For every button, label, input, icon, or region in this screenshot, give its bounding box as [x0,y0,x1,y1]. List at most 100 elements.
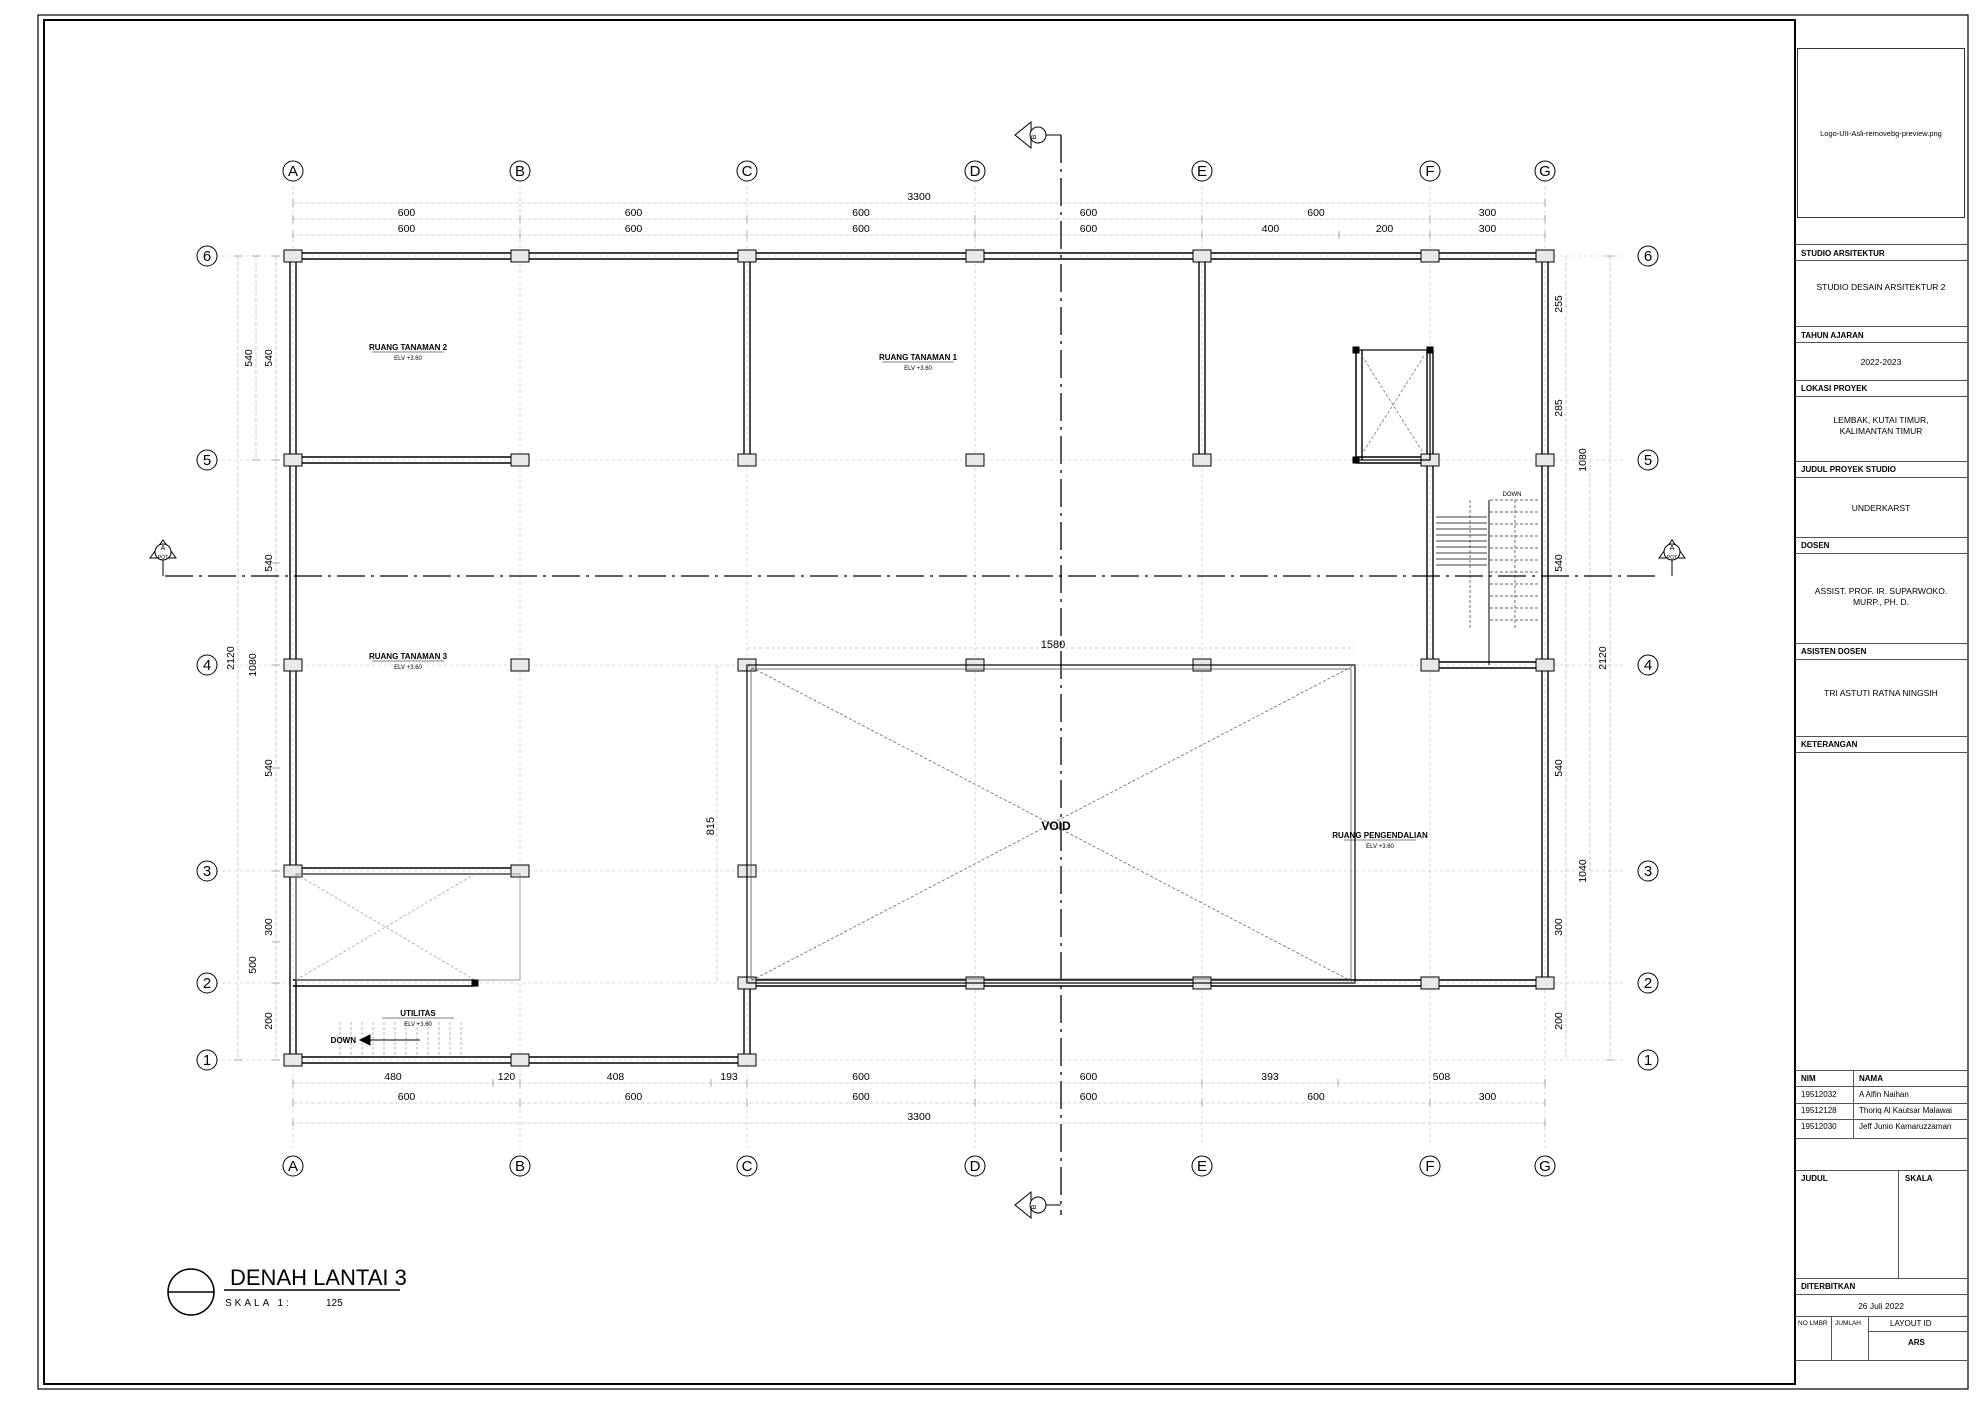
grid-bubble-D [964,160,986,182]
dim-left-inner-text: 1080 [247,653,259,677]
shaft-outline [1355,349,1431,461]
judul-label: JUDUL [1801,1174,1828,1183]
lecturer-line-1: ASSIST. PROF. IR. SUPARWOKO. [1814,586,1948,596]
grid-label-1: 1 [1644,1052,1652,1069]
scale-label: SKALA 1: [225,1298,292,1309]
dim-left-inner-text: 540 [263,759,275,777]
column [283,249,303,263]
grid-bubble-F [1419,160,1441,182]
room-name: RUANG PENGENDALIAN [1332,831,1428,840]
grid-bubble-3 [1637,860,1659,882]
dim-right-inner-text: 285 [1553,399,1565,417]
void-outline-inner [750,668,1352,980]
grid-bubble-B [509,1155,531,1177]
section-marker-b-bottom [1014,1190,1032,1220]
grid-label-D: D [970,163,981,180]
grid-label-5: 5 [1644,452,1652,469]
void-label: VOID [1041,819,1071,833]
grid-label-2: 2 [1644,975,1652,992]
column [1535,976,1555,990]
room-elevation: ELV +3.60 [1366,844,1394,850]
studio-value: STUDIO DESAIN ARSITEKTUR 2 [1816,282,1946,292]
column [737,249,757,263]
dim-right-inner-text: 1080 [1577,448,1589,472]
grid-label-1: 1 [203,1052,211,1069]
dim-bottom-detail-text: 393 [1261,1071,1279,1083]
dim-top-grid-text: 600 [852,207,870,219]
column [283,453,303,467]
grid-bubble-6 [196,245,218,267]
utilitas-shaft [295,873,521,981]
dim-right-inner-text: 540 [1553,554,1565,572]
lecturer-label: DOSEN [1801,541,1830,550]
grid-bubble-6 [1637,245,1659,267]
grid-bubble-5 [196,449,218,471]
no-lmbr-label: NO LMBR [1798,1320,1828,1327]
column [1420,976,1440,990]
dim-left-inner-text: 540 [263,554,275,572]
dim-top-detail-text: 600 [852,223,870,235]
section-marker-a-letter: A [1670,545,1675,552]
grid-bubble-C [736,160,758,182]
student-nim: 19512030 [1801,1122,1837,1131]
section-marker-a-letter: A [161,545,166,552]
scale-value: 125 [326,1298,343,1309]
dim-right-inner-text: 1040 [1577,859,1589,883]
dim-bottom-detail-text: 120 [498,1071,516,1083]
layout-id-label: LAYOUT ID [1890,1319,1932,1328]
dim-bottom-grid-text: 600 [1080,1091,1098,1103]
name-header: NAMA [1859,1074,1883,1083]
grid-bubble-1 [1637,1049,1659,1071]
section-marker-a-sub: POT [1667,555,1677,561]
student-nim: 19512128 [1801,1106,1837,1115]
nim-header: NIM [1801,1074,1816,1083]
skala-label: SKALA [1905,1174,1933,1183]
column [510,1053,530,1067]
column [510,658,530,672]
dim-right-inner-text: 300 [1553,918,1565,936]
dim-left-inner-text: 200 [263,1012,275,1030]
grid-bubble-2 [1637,972,1659,994]
grid-bubble-5 [1637,449,1659,471]
grid-bubble-4 [1637,654,1659,676]
grid-label-3: 3 [203,863,211,880]
dim-bottom-detail-text: 600 [852,1071,870,1083]
jumlah-label: JUMLAH [1835,1320,1862,1327]
lecturer-line-2: MURP., PH. D. [1852,597,1910,607]
shaft-corner [1426,346,1434,354]
grid-bubble-2 [196,972,218,994]
dim-top-detail-text: 600 [625,223,643,235]
grid-label-5: 5 [203,452,211,469]
section-marker-b-letter: B [1031,134,1038,139]
grid-label-G: G [1539,1158,1551,1175]
assistant-label: ASISTEN DOSEN [1801,647,1867,656]
grid-label-B: B [515,1158,525,1175]
grid-label-A: A [288,1158,298,1175]
dim-top-detail-text: 600 [1080,223,1098,235]
student-nim: 19512032 [1801,1090,1837,1099]
room-name: UTILITAS [400,1009,436,1018]
dim-bottom-grid-text: 600 [398,1091,416,1103]
location-line-2: KALIMANTAN TIMUR [1839,426,1923,436]
column [510,453,530,467]
section-marker-b-top [1014,120,1032,150]
dim-top-grid-text: 300 [1479,207,1497,219]
grid-label-3: 3 [1644,863,1652,880]
column [965,249,985,263]
grid-bubble-E [1191,160,1213,182]
year-value: 2022-2023 [1860,357,1902,367]
logo-filename: Logo-UII-Asli-removebg-preview.png [1820,129,1942,138]
dim-right-outer-text: 2120 [1597,646,1609,670]
column [1535,453,1555,467]
dim-top-grid-text: 600 [1307,207,1325,219]
grid-label-A: A [288,163,298,180]
grid-bubble-C [736,1155,758,1177]
grid-label-E: E [1197,1158,1207,1175]
down-arrow-head [358,1034,371,1046]
shaft-corner [1352,346,1360,354]
void-cross [746,664,1356,984]
grid-bubble-G [1534,1155,1556,1177]
void-dim-height: 815 [705,817,717,835]
grid-bubble-A [282,1155,304,1177]
